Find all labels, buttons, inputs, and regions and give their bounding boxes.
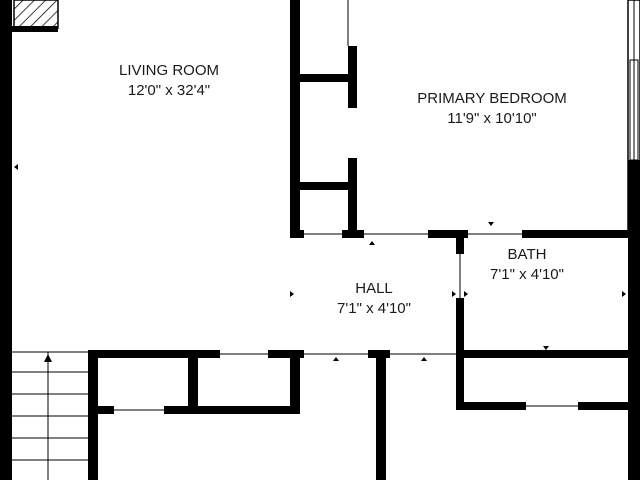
bath-label: BATH 7'1" x 4'10"	[490, 245, 564, 285]
bedroom-window	[627, 0, 640, 233]
primary-bedroom-dims: 11'9" x 10'10"	[447, 110, 537, 127]
right-exterior-wall	[628, 232, 640, 480]
hall-dims: 7'1" x 4'10"	[337, 300, 411, 317]
living-room-dims: 12'0" x 32'4"	[127, 82, 211, 99]
closet-walls	[290, 0, 357, 238]
staircase	[12, 351, 88, 480]
living-room-label: LIVING ROOM 12'0" x 32'4"	[119, 61, 219, 101]
living-room-name: LIVING ROOM	[118, 62, 220, 79]
bath-walls	[456, 238, 630, 410]
fireplace	[12, 0, 59, 32]
hall-label: HALL 7'1" x 4'10"	[337, 279, 411, 319]
hall-name: HALL	[355, 280, 393, 297]
bedroom-bottom-wall	[290, 230, 630, 238]
left-exterior-wall	[0, 0, 12, 480]
bath-name: BATH	[507, 246, 547, 263]
primary-bedroom-name: PRIMARY BEDROOM	[417, 90, 567, 107]
primary-bedroom-label: PRIMARY BEDROOM 11'9" x 10'10"	[417, 89, 566, 129]
dimension-markers	[14, 97, 626, 361]
lower-walls	[88, 350, 456, 480]
bath-dims: 7'1" x 4'10"	[490, 266, 564, 283]
